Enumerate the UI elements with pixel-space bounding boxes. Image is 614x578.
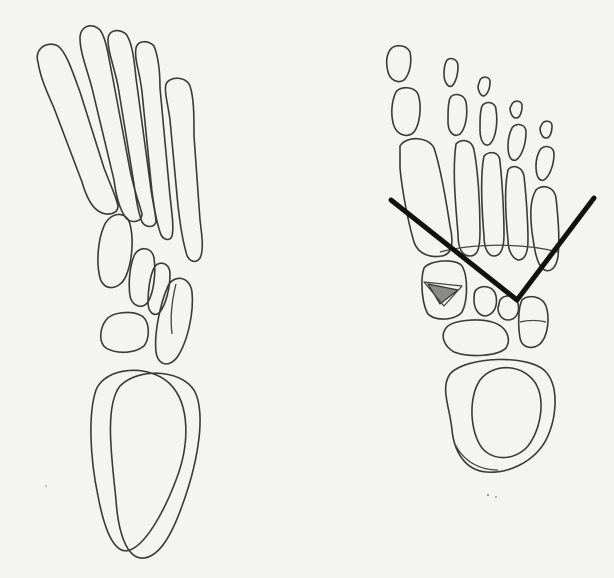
speck — [487, 494, 489, 496]
speck — [495, 496, 497, 498]
speck — [45, 485, 47, 487]
